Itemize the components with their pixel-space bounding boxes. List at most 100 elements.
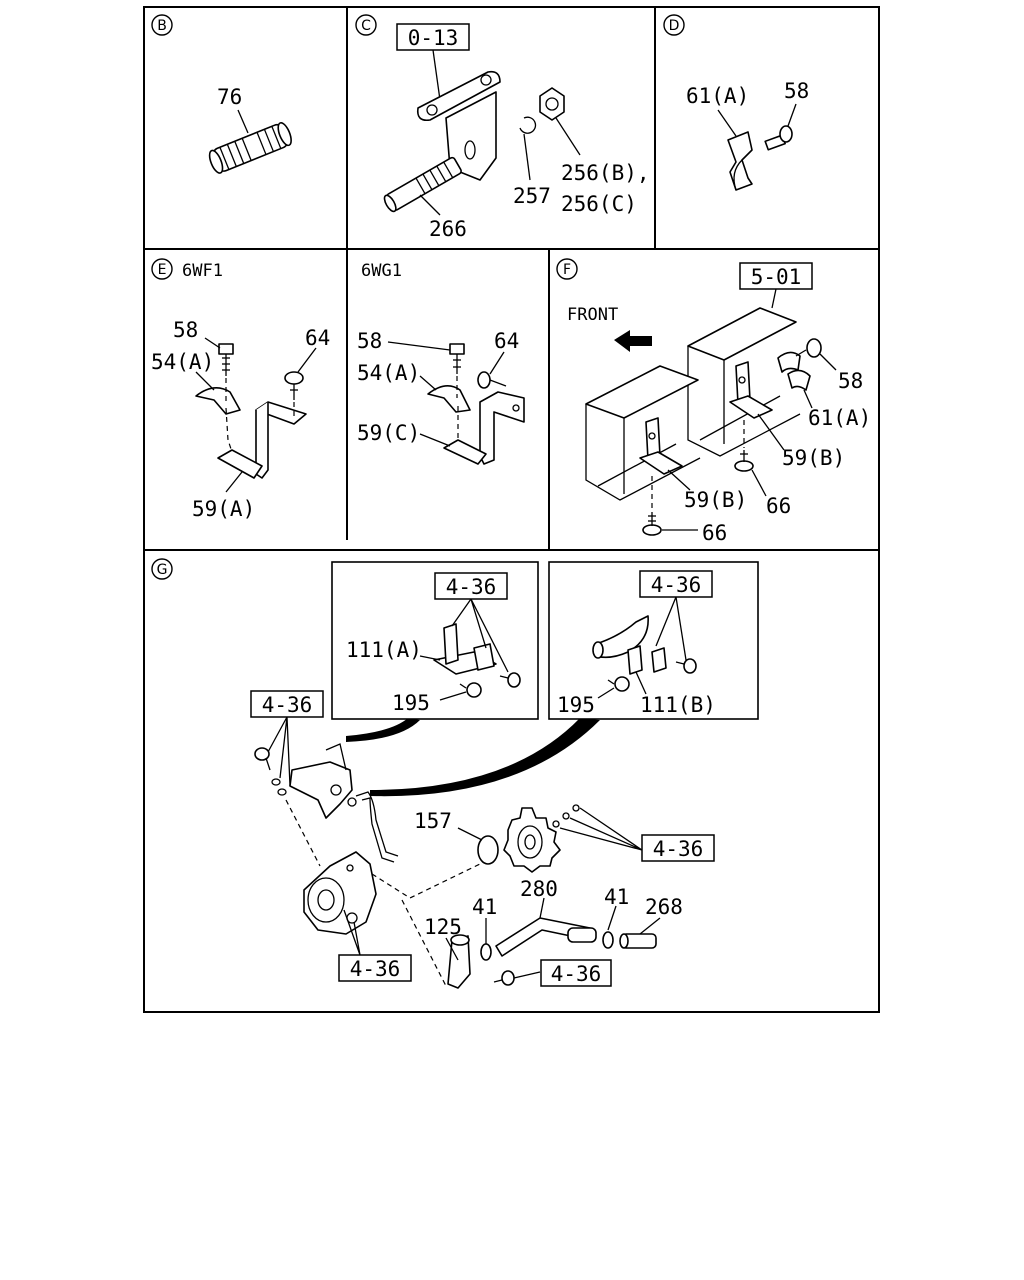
bolt-64-e1-icon [284,371,304,400]
label-58-f: 58 [838,369,863,393]
label-59a: 59(A) [192,497,255,521]
bolt-58-e2-icon [449,343,465,374]
ref-box-4-36-e [338,954,412,982]
fitting-76-icon [208,121,292,174]
gear-157-icon [503,804,580,873]
leaders-4-36-d [559,807,643,851]
leader-256 [555,117,581,156]
leader-195-b [597,687,615,699]
leader-4-36-f [513,971,541,979]
clip-257-icon [519,116,537,134]
ref-box-4-36-b [639,570,713,598]
leader-41-b [607,905,617,931]
pump-bracket-icon [289,743,357,819]
leader-54a-e2 [419,375,437,391]
section-c: C 0-13 [355,14,650,241]
label-59c: 59(C) [357,421,420,445]
dash-f [651,420,745,510]
label-54a-e1: 54(A) [151,350,214,374]
leader-59b-front [667,469,691,491]
bolt-58-f-icon [795,338,822,358]
label-257: 257 [513,184,551,208]
label-58-e1: 58 [173,318,198,342]
ref-label-0-13: 0-13 [408,26,459,50]
bolt-66-rear-icon [734,450,754,472]
leader-5-01 [771,288,777,309]
ref-label-4-36-a: 4-36 [446,575,497,599]
label-61a-f: 61(A) [808,406,871,430]
section-b-letter: B [157,18,167,34]
section-d: D 61(A) 58 [663,14,809,191]
leader-59a [225,471,243,493]
leaders-4-36-b [655,596,687,661]
bracket-c-icon [416,70,501,181]
label-54a-e2: 54(A) [357,361,420,385]
hose-280-icon [495,917,597,957]
leader-61a-f [803,389,813,409]
variant-6wf1: 6WF1 [182,261,223,281]
bracket-111b-icon [592,615,667,675]
label-76: 76 [217,85,242,109]
leader-268 [639,917,661,935]
leader-280 [539,897,545,919]
leader-111b [635,671,647,695]
ref-box-5-01 [739,262,813,290]
label-256b: 256(B), [561,161,650,185]
front-arrow-icon [614,330,652,352]
frame-rail-front-icon [585,365,701,501]
leader-157 [457,827,483,841]
clamp-54a-e1-icon [195,387,241,415]
bolt-4-36-b-icon [675,658,697,674]
section-e: E 6WF1 6WG1 58 54(A) 64 59(A) [151,258,525,521]
leader-76 [237,109,249,134]
label-125: 125 [424,915,462,939]
ref-box-0-13 [396,23,470,51]
leader-61a [717,109,737,137]
section-d-badge [663,14,685,36]
ref-label-4-36-b: 4-36 [651,573,702,597]
label-61a-d: 61(A) [686,84,749,108]
bolt-group-upper-icon [254,747,287,796]
label-256c: 256(C) [561,192,637,216]
bolt-58-e1-icon [218,343,234,376]
leader-64-e1 [297,347,317,373]
leader-195-a [439,691,467,701]
inset-111a: 4-36 111(A) 195 [331,561,539,720]
ref-label-4-36-c: 4-36 [262,693,313,717]
bracket-59a-icon [217,401,307,479]
bolt-195-a-icon [459,682,482,698]
bracket-59b-rear-icon [729,361,773,419]
bolt-58-icon [764,125,793,151]
bolt-4-36-a-icon [499,672,521,688]
section-e-badge [151,258,173,280]
section-b-badge [151,14,173,36]
ref-box-4-36-f [540,959,612,987]
ref-label-4-36-e: 4-36 [350,957,401,981]
section-c-badge [355,14,377,36]
bolt-66-front-icon [642,512,662,536]
bracket-59b-front-icon [639,417,683,475]
diagram-frame [143,6,880,1013]
leader-266 [419,194,441,216]
ref-box-4-36-c [250,690,324,718]
section-f: F 5-01 FRONT [556,258,871,545]
clamp-54a-e2-icon [427,385,471,413]
leader-58-f [819,353,837,371]
bolt-4-36-f-icon [493,970,515,986]
leaders-4-36-c [267,716,291,787]
leader-58-d [787,103,797,127]
section-b: B 76 [151,14,292,174]
label-59b-front: 59(B) [684,488,747,512]
clamp-41-a-icon [480,943,492,961]
bolt-195-b-icon [607,676,630,692]
section-g-letter: G [157,562,168,578]
clip-61a-f-icon [777,351,811,391]
leader-58-e1 [204,337,221,349]
label-59b-rear: 59(B) [782,446,845,470]
label-111a: 111(A) [346,638,422,662]
bracket-111a-icon [433,623,497,675]
label-66-front: 66 [702,521,727,545]
front-label: FRONT [567,305,618,325]
leader-54a-e1 [195,371,215,391]
